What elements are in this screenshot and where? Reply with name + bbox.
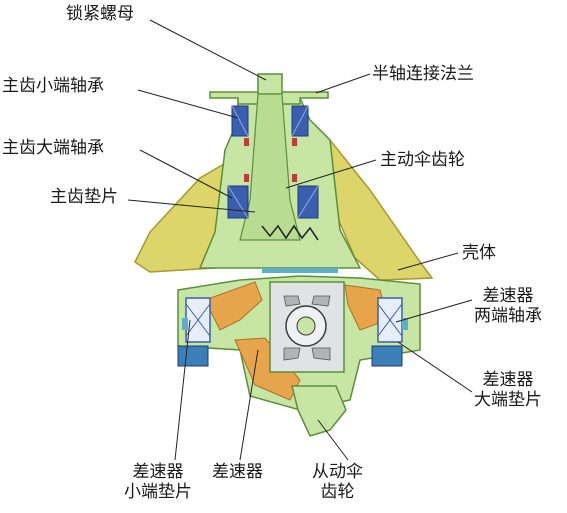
label-diff-bearings-line2: 两端轴承	[474, 306, 542, 326]
leader-diff-small-shim	[174, 319, 191, 461]
label-diff-small-shim: 差速器 小端垫片	[124, 462, 192, 502]
label-pinion-shim: 主齿垫片	[50, 187, 118, 207]
label-pinion-large-bearing: 主齿大端轴承	[2, 138, 104, 158]
leader-driven-bevel-gear	[317, 419, 349, 461]
label-drive-bevel-gear: 主动伞齿轮	[380, 150, 465, 170]
leader-diff-bearings	[395, 299, 473, 323]
leader-pinion-large-bearing	[139, 149, 233, 199]
label-diff-small-shim-line2: 小端垫片	[124, 482, 192, 502]
label-differential: 差速器	[212, 462, 263, 482]
label-diff-large-shim-line2: 大端垫片	[474, 390, 542, 410]
driven-bevel-ring-left	[204, 281, 263, 331]
label-pinion-small-bearing: 主齿小端轴承	[2, 76, 104, 96]
label-diff-large-shim-line1: 差速器	[482, 370, 534, 390]
leader-diff-large-shim	[397, 341, 473, 393]
label-diff-large-shim: 差速器 大端垫片	[474, 370, 542, 410]
label-driven-bevel-gear-line1: 从动伞	[312, 462, 363, 482]
pinion-shim	[262, 268, 338, 273]
label-diff-bearings: 差速器 两端轴承	[474, 286, 542, 326]
diff-small-end-shim	[182, 318, 188, 330]
leader-drive-bevel-gear	[285, 159, 377, 189]
leader-pinion-shim	[127, 199, 256, 213]
leader-lock-nut	[149, 19, 267, 81]
driven-bevel-gear	[291, 385, 347, 437]
drive-bevel-gear-teeth	[261, 224, 319, 241]
leader-lines	[127, 19, 473, 461]
label-half-shaft-flange: 半轴连接法兰	[372, 64, 474, 84]
diff-large-end-shim	[402, 318, 408, 330]
lock-nut	[257, 73, 283, 95]
leader-differential	[239, 349, 259, 461]
leader-housing	[397, 252, 459, 271]
leader-half-shaft-flange	[315, 73, 371, 94]
label-housing: 壳体	[462, 243, 496, 263]
label-driven-bevel-gear-line2: 齿轮	[320, 482, 355, 502]
label-diff-bearings-line1: 差速器	[482, 286, 534, 306]
label-diff-small-shim-line1: 差速器	[132, 462, 184, 482]
label-lock-nut: 锁紧螺母	[66, 4, 134, 24]
pinion-shaft	[239, 93, 301, 241]
leader-pinion-small-bearing	[137, 89, 239, 119]
label-driven-bevel-gear: 从动伞 齿轮	[312, 462, 363, 502]
